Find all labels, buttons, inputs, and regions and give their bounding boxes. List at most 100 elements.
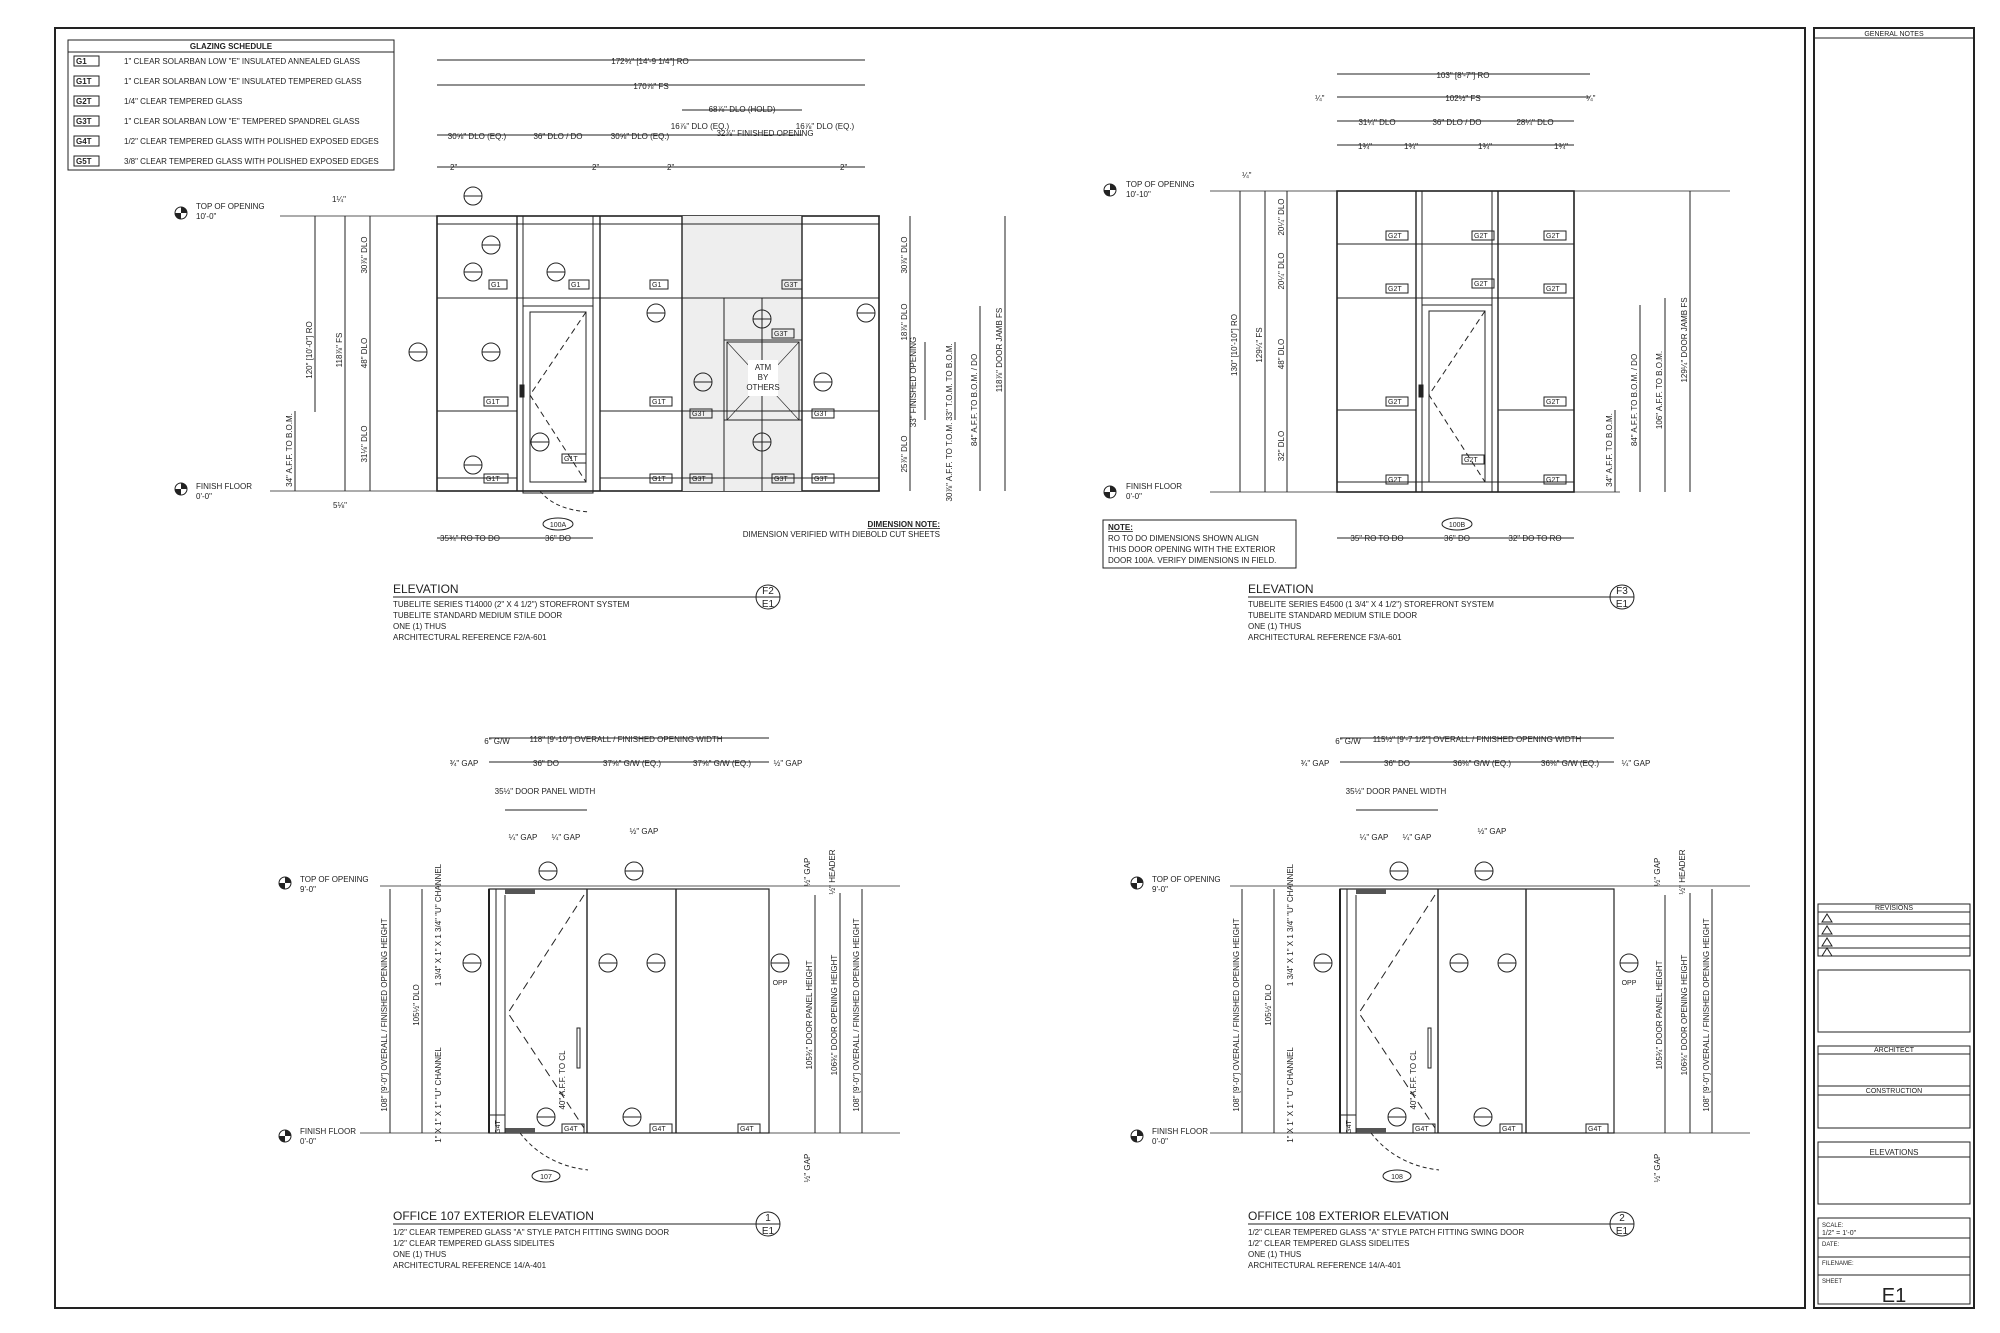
- dim-dlo: 16⅞" DLO (EQ.): [671, 122, 730, 131]
- glass-tag: G2T: [1546, 477, 1560, 484]
- level-target-icon: [279, 877, 291, 889]
- elevation-title: ELEVATION: [393, 582, 459, 596]
- dim-tom: 30⅞" A.F.F. TO T.O.M.: [945, 423, 954, 502]
- elevation-note: 1/2" CLEAR TEMPERED GLASS SIDELITES: [393, 1239, 554, 1248]
- opp-label: OPP: [1622, 980, 1637, 987]
- door-swing-icon: [1370, 1132, 1440, 1171]
- scale-label: SCALE:: [1822, 1223, 1844, 1229]
- elevation-note: ARCHITECTURAL REFERENCE F3/A-601: [1248, 633, 1402, 642]
- dim-overall: 118" [9'-10"] OVERALL / FINISHED OPENING…: [529, 735, 722, 744]
- dim-gap: ½" GAP: [1653, 858, 1662, 887]
- dim-do: 36" DO: [1384, 759, 1410, 768]
- dim-door-opening: 106¾" DOOR OPENING HEIGHT: [830, 955, 839, 1076]
- dim-gap: ¾" GAP: [1301, 759, 1330, 768]
- dim-gw-eq: 36⅜" G/W (EQ.): [1453, 759, 1511, 768]
- level-label: TOP OF OPENING: [300, 875, 369, 884]
- dim-do: 36" DO: [533, 759, 559, 768]
- level-target-icon: [1131, 877, 1143, 889]
- dim-small: 1¼": [332, 195, 346, 204]
- elevation-note: ONE (1) THUS: [1248, 1250, 1301, 1259]
- glass-tag: G1T: [564, 456, 578, 463]
- revision-triangle-icon: [1821, 947, 1833, 957]
- dimensions-f3: 103" [8'-7"] RO 102½" FS 31¼" DLO 36" DL…: [1230, 71, 1691, 543]
- dim-header: ½" HEADER: [1678, 849, 1687, 894]
- glazing-row: G5T 3/8" CLEAR TEMPERED GLASS WITH POLIS…: [73, 155, 379, 167]
- elevation-title: ELEVATION: [1248, 582, 1314, 596]
- dim-overall-fs: 102½" FS: [1445, 94, 1480, 103]
- dim-gap: ½" GAP: [803, 1154, 812, 1183]
- glass-tag: G1T: [486, 476, 500, 483]
- dim-dlo: 48" DLO: [360, 338, 369, 368]
- dim-small: 1¾": [1478, 142, 1492, 151]
- level-elevation: 0'-0": [196, 492, 212, 501]
- level-target-icon: [175, 483, 187, 495]
- glass-tag: G2T: [1388, 477, 1402, 484]
- door-tag: 100B: [1449, 522, 1466, 529]
- dim-dlo: 48" DLO: [1277, 339, 1286, 369]
- office-107-elevation: TOP OF OPENING 9'-0" FINISH FLOOR 0'-0" …: [278, 735, 900, 1270]
- office-108-elevation: TOP OF OPENING 9'-0" FINISH FLOOR 0'-0" …: [1130, 735, 1750, 1270]
- glazing-desc: 1" CLEAR SOLARBAN LOW "E" TEMPERED SPAND…: [124, 117, 360, 126]
- level-marker-top: TOP OF OPENING 10'-0": [174, 202, 265, 221]
- note-line: DOOR 100A. VERIFY DIMENSIONS IN FIELD.: [1108, 556, 1276, 565]
- door-handle-icon: [519, 384, 525, 398]
- drawing-title: ELEVATIONS: [1869, 1148, 1918, 1157]
- bubble-bottom: E1: [1616, 1226, 1629, 1237]
- level-label: TOP OF OPENING: [1152, 875, 1221, 884]
- elevation-title-108: OFFICE 108 EXTERIOR ELEVATION 1/2" CLEAR…: [1248, 1209, 1635, 1270]
- dim-small: 1¾": [1554, 142, 1568, 151]
- bubble-bottom: E1: [762, 1226, 775, 1237]
- door-tag: 100A: [550, 522, 567, 529]
- glass-tag: G4T: [1346, 1119, 1353, 1133]
- dim-overall-ro: 103" [8'-7"] RO: [1436, 71, 1489, 80]
- elevation-note: 1/2" CLEAR TEMPERED GLASS "A" STYLE PATC…: [393, 1228, 669, 1237]
- note-line: RO TO DO DIMENSIONS SHOWN ALIGN: [1108, 534, 1259, 543]
- glass-tag: G4T: [740, 1126, 754, 1133]
- glass-tag: G2T: [1474, 281, 1488, 288]
- dim-overall-height: 108" [9'-0"] OVERALL / FINISHED OPENING …: [1232, 918, 1241, 1111]
- dim-panel-width: 35½" DOOR PANEL WIDTH: [1346, 787, 1447, 796]
- dim-dlo: 18⅞" DLO: [900, 303, 909, 340]
- revision-triangle-icon: [1821, 913, 1833, 923]
- dim-dlo-hold: 68⅞" DLO (HOLD): [709, 105, 776, 114]
- elevation-note: ARCHITECTURAL REFERENCE 14/A-401: [393, 1261, 547, 1270]
- dim-gap: ½" GAP: [630, 827, 659, 836]
- level-marker-floor: FINISH FLOOR 0'-0": [1103, 482, 1182, 501]
- glass-tag: G1T: [652, 399, 666, 406]
- dim-aff: 34" A.F.F. TO B.O.M.: [1605, 413, 1614, 487]
- dim-dlo: 31⅛" DLO: [360, 425, 369, 462]
- dim-gw-eq: 37⅝" G/W (EQ.): [603, 759, 661, 768]
- dim-do: 36" DO: [545, 534, 571, 543]
- elevation-title: OFFICE 108 EXTERIOR ELEVATION: [1248, 1209, 1449, 1223]
- glass-wall: [488, 888, 770, 1134]
- dim-two: 2": [667, 163, 674, 172]
- dim-overall-height: 108" [9'-0"] OVERALL / FINISHED OPENING …: [380, 918, 389, 1111]
- dim-panel-height: 105¾" DOOR PANEL HEIGHT: [1655, 960, 1664, 1069]
- dim-header: ½" HEADER: [828, 849, 837, 894]
- level-label: FINISH FLOOR: [1126, 482, 1182, 491]
- elevation-title-f3: ELEVATION TUBELITE SERIES E4500 (1 3/4" …: [1248, 582, 1635, 642]
- glass-tag: G2T: [1474, 233, 1488, 240]
- level-elevation: 10'-10": [1126, 190, 1151, 199]
- glazing-desc: 1/2" CLEAR TEMPERED GLASS WITH POLISHED …: [124, 137, 379, 146]
- dim-gap: ½" GAP: [803, 858, 812, 887]
- level-elevation: 0'-0": [300, 1137, 316, 1146]
- dim-overall-height: 108" [9'-0"] OVERALL / FINISHED OPENING …: [1702, 918, 1711, 1111]
- elevation-title-f2: ELEVATION TUBELITE SERIES T14000 (2" X 4…: [393, 582, 781, 642]
- atm-label: BY: [758, 373, 769, 382]
- level-elevation: 9'-0": [1152, 885, 1168, 894]
- dim-cl: 40" A.F.F. TO CL: [558, 1050, 567, 1110]
- glass-tag: G3T: [784, 282, 798, 289]
- dim-overall: 115½" [9'-7 1/2"] OVERALL / FINISHED OPE…: [1373, 735, 1582, 744]
- level-elevation: 0'-0": [1152, 1137, 1168, 1146]
- dim-small: 1¾": [1358, 142, 1372, 151]
- elevation-f3: TOP OF OPENING 10'-10" FINISH FLOOR 0'-0…: [1102, 71, 1730, 642]
- dim-tom-bom: 33" T.O.M. TO B.O.M.: [945, 343, 954, 421]
- dim-gap: ¾" GAP: [450, 759, 479, 768]
- glazing-tag: G1: [76, 57, 87, 66]
- sheet-label: SHEET: [1822, 1279, 1842, 1285]
- atm-box: [726, 341, 800, 421]
- glass-tag: G3T: [814, 411, 828, 418]
- detail-bubbles: [408, 186, 876, 475]
- glass-tag: G3T: [774, 331, 788, 338]
